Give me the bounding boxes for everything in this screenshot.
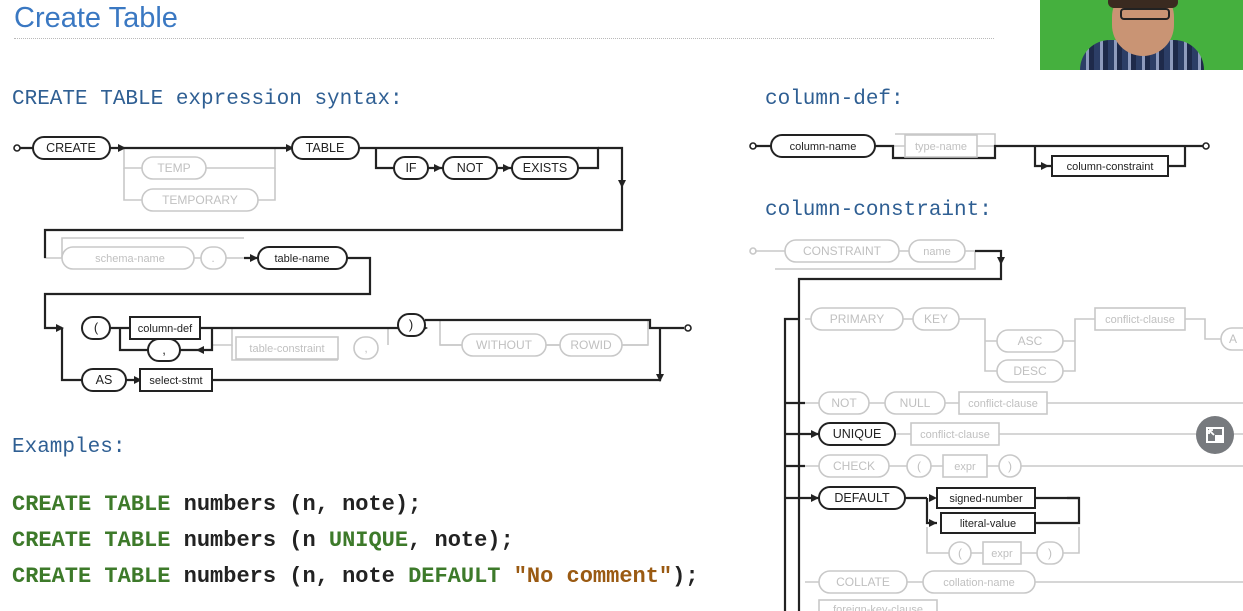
create-table-heading: CREATE TABLE expression syntax: [12,88,403,111]
example-3-tail: ); [672,564,699,589]
ref-table-constraint: table-constraint [249,343,324,355]
example-line-1: CREATE TABLE numbers (n, note); [12,492,421,517]
ref-conflict-clause-2: conflict-clause [968,398,1038,410]
column-def-heading: column-def: [765,88,904,111]
picture-in-picture-icon [1206,427,1224,443]
ref-conflict-clause: conflict-clause [1105,314,1175,326]
kw-rparen: ) [409,317,413,332]
kw-constraint: CONSTRAINT [803,244,882,258]
example-3-keyword: CREATE TABLE [12,564,171,589]
kw-check-lparen: ( [917,459,921,473]
kw-asc: ASC [1018,334,1043,348]
example-3-space [501,564,514,589]
example-line-3: CREATE TABLE numbers (n, note DEFAULT "N… [12,564,699,589]
example-2-tail: , note); [408,528,514,553]
kw-not-null-not: NOT [831,396,857,410]
slide-title: Create Table [14,2,178,34]
column-def-diagram: column-name type-name column-constraint [749,133,1210,177]
example-line-2: CREATE TABLE numbers (n UNIQUE, note); [12,528,514,553]
example-3-string: "No comment" [513,564,673,589]
kw-default: DEFAULT [834,491,890,505]
example-1-keyword: CREATE TABLE [12,492,171,517]
kw-collate: COLLATE [836,575,890,589]
kw-autoincrement-cut: A [1229,332,1237,346]
example-2-text: numbers (n [170,528,329,553]
kw-temporary: TEMPORARY [162,193,238,207]
kw-lparen: ( [94,320,99,335]
ref-table-name: table-name [274,253,329,265]
kw-comma: , [162,342,166,357]
webcam-video [1040,0,1243,70]
kw-temp: TEMP [157,161,190,175]
ref-type-name: type-name [915,141,967,153]
ref-signed-number: signed-number [949,493,1023,505]
kw-table: TABLE [306,141,345,155]
example-2-keyword: CREATE TABLE [12,528,171,553]
kw-dot: . [211,251,214,265]
example-2-unique: UNIQUE [328,528,409,553]
column-constraint-heading: column-constraint: [765,199,992,222]
kw-exists: EXISTS [523,161,567,175]
kw-as: AS [96,373,113,387]
ref-expr: expr [954,461,976,473]
ref-name: name [923,246,951,258]
ref-column-name: column-name [790,141,857,153]
kw-comma-2: , [364,341,367,355]
kw-key: KEY [924,312,948,326]
kw-null: NULL [900,396,931,410]
column-constraint-diagram: CONSTRAINT name PRIMARY KEY ASC DESC con… [749,239,1243,611]
kw-if: IF [405,161,416,175]
kw-default-lparen: ( [958,546,962,560]
kw-rowid: ROWID [570,338,612,352]
kw-without: WITHOUT [476,338,533,352]
ref-collation-name: collation-name [943,577,1015,589]
ref-select-stmt: select-stmt [149,375,202,387]
kw-check: CHECK [833,459,875,473]
examples-heading: Examples: [12,436,126,459]
kw-check-rparen: ) [1008,459,1012,473]
example-3-text: numbers (n, note [170,564,409,589]
kw-not: NOT [457,161,484,175]
ref-conflict-clause-3: conflict-clause [920,429,990,441]
kw-desc: DESC [1013,364,1047,378]
ref-schema-name: schema-name [95,253,165,265]
ref-column-def: column-def [138,323,193,335]
kw-unique: UNIQUE [833,427,882,441]
example-3-default: DEFAULT [408,564,501,589]
example-1-text: numbers (n, note); [170,492,422,517]
ref-expr-2: expr [991,548,1013,560]
ref-foreign-key-clause: foreign-key-clause [833,604,923,611]
kw-create: CREATE [46,141,96,155]
title-divider [14,38,994,39]
ref-column-constraint: column-constraint [1067,161,1154,173]
picture-in-picture-button[interactable] [1196,416,1234,454]
kw-default-rparen: ) [1048,546,1052,560]
create-table-syntax-diagram: CREATE TEMP TEMPORARY TABLE IF NOT EXIST… [13,136,692,392]
kw-primary: PRIMARY [830,312,884,326]
ref-literal-value: literal-value [960,518,1016,530]
